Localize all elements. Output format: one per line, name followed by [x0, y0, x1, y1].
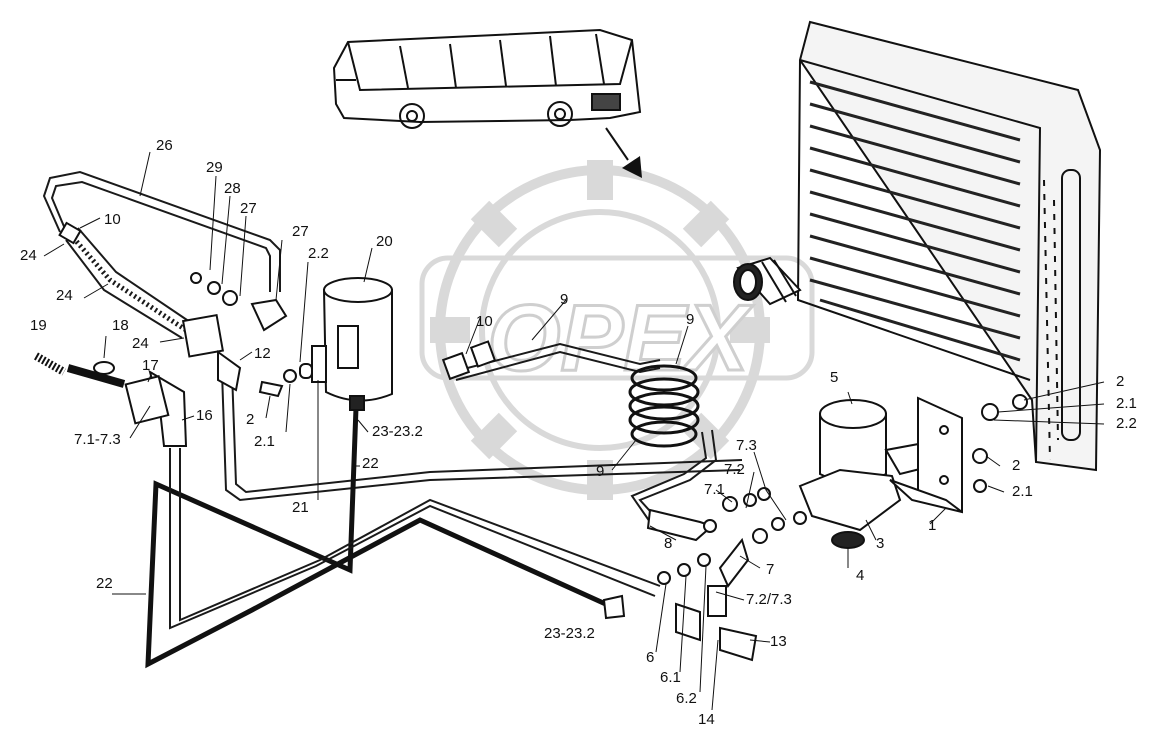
fittings — [34, 221, 1028, 662]
callout-7-2-7-3: 7.2/7.3 — [746, 591, 792, 608]
callout-6-1: 6.1 — [660, 669, 681, 686]
callout-16: 16 — [196, 407, 213, 424]
callout-2-1-left: 2.1 — [254, 433, 275, 450]
callout-2-mid: 2 — [1012, 457, 1020, 474]
callout-19: 19 — [30, 317, 47, 334]
callout-2-2: 2.2 — [308, 245, 329, 262]
callout-9-a: 9 — [560, 291, 568, 308]
bus-icon — [332, 28, 642, 129]
bracket-icon — [889, 396, 963, 514]
callout-labels: 26 29 28 27 27 10 24 24 24 2.2 20 19 18 … — [20, 137, 1137, 728]
callout-9-c: 9 — [596, 463, 604, 480]
callout-23-23-2-top: 23-23.2 — [372, 423, 423, 440]
callout-22-top: 22 — [362, 455, 379, 472]
callout-10-centre: 10 — [476, 313, 493, 330]
callout-28: 28 — [224, 180, 241, 197]
callout-4: 4 — [856, 567, 864, 584]
callout-7-1: 7.1 — [704, 481, 725, 498]
callout-5: 5 — [830, 369, 838, 386]
pipe-network — [42, 170, 743, 669]
callout-6: 6 — [646, 649, 654, 666]
condenser-nozzle — [733, 256, 802, 306]
callout-7-3: 7.3 — [736, 437, 757, 454]
callout-22-left: 22 — [96, 575, 113, 592]
callout-26: 26 — [156, 137, 173, 154]
callout-2-1-right: 2.1 — [1116, 395, 1137, 412]
gear-watermark-icon — [430, 160, 770, 500]
callout-20: 20 — [376, 233, 393, 250]
callout-7-1-7-3: 7.1-7.3 — [74, 431, 121, 448]
callout-23-23-2-low: 23-23.2 — [544, 625, 595, 642]
callout-24-low: 24 — [132, 335, 149, 352]
callout-2-2-right: 2.2 — [1116, 415, 1137, 432]
leader-lines — [43, 151, 1105, 711]
callout-3: 3 — [876, 535, 884, 552]
callout-21: 21 — [292, 499, 309, 516]
watermark-logo: OPEX — [487, 285, 754, 390]
condenser-radiator-icon — [796, 20, 1102, 472]
callout-2-left: 2 — [246, 411, 254, 428]
arrow-icon — [605, 127, 642, 178]
callout-1: 1 — [928, 517, 936, 534]
callout-18: 18 — [112, 317, 129, 334]
coil-icon — [628, 364, 700, 448]
callout-2-right: 2 — [1116, 373, 1124, 390]
callout-27b: 27 — [292, 223, 309, 240]
callout-8: 8 — [664, 535, 672, 552]
callout-13: 13 — [770, 633, 787, 650]
callout-27: 27 — [240, 200, 257, 217]
callout-24-mid: 24 — [56, 287, 73, 304]
callout-24-top: 24 — [20, 247, 37, 264]
callout-7: 7 — [766, 561, 774, 578]
receiver-dryer-icon — [311, 277, 393, 411]
callout-7-2: 7.2 — [724, 461, 745, 478]
callout-17: 17 — [142, 357, 159, 374]
callout-12: 12 — [254, 345, 271, 362]
watermark-frame — [419, 255, 815, 381]
compressor-icon — [798, 399, 950, 549]
callout-2-1-mid: 2.1 — [1012, 483, 1033, 500]
callout-10: 10 — [104, 211, 121, 228]
callout-9-b: 9 — [686, 311, 694, 328]
callout-29: 29 — [206, 159, 223, 176]
callout-14: 14 — [698, 711, 715, 728]
callout-6-2: 6.2 — [676, 690, 697, 707]
